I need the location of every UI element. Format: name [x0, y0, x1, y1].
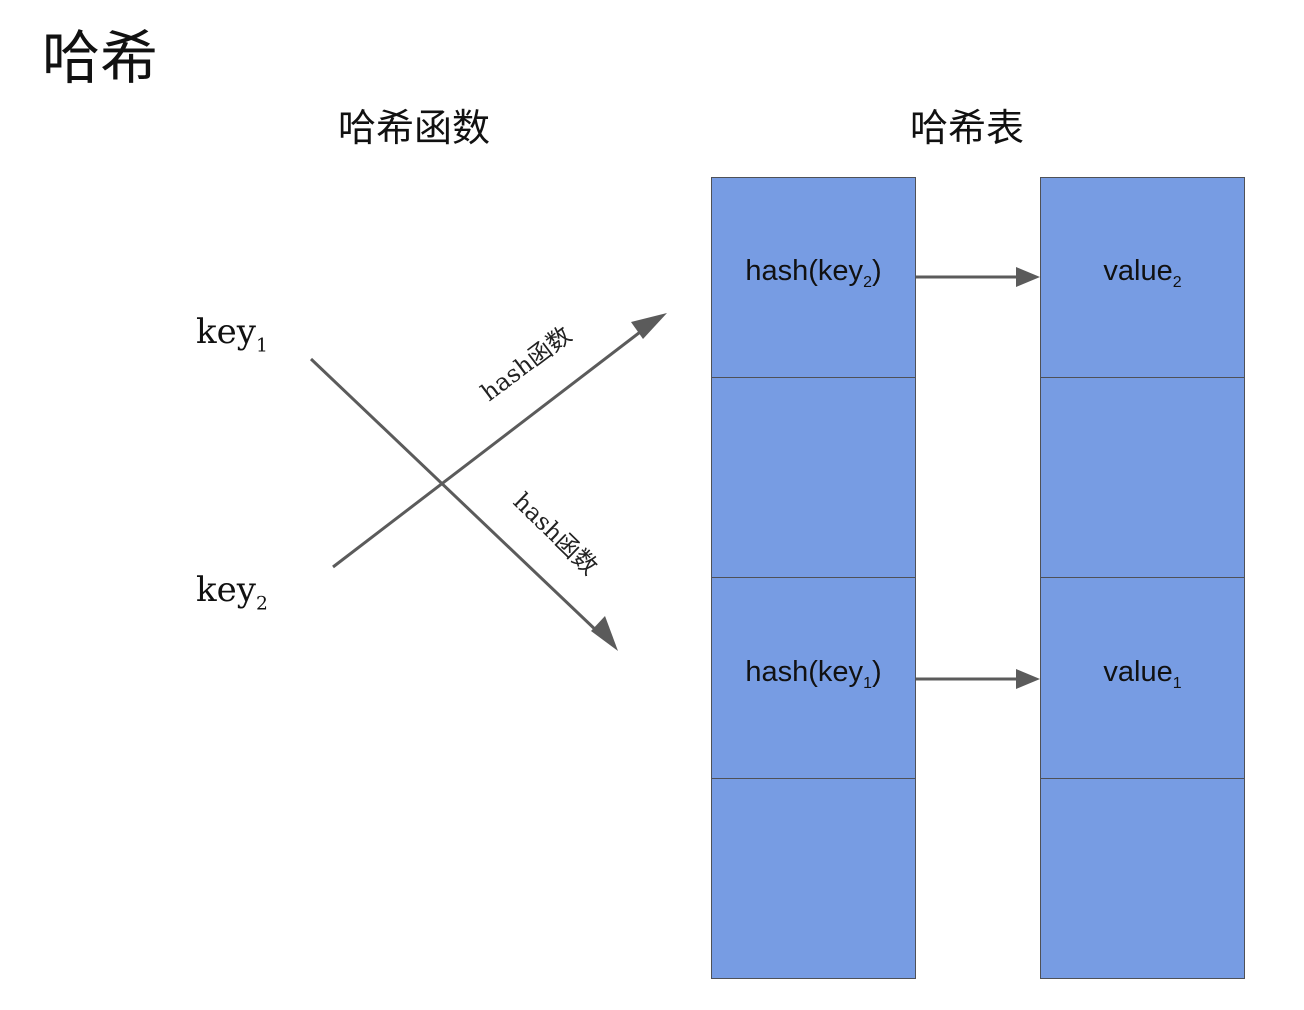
hash-table-values-column: value2 value1 [1040, 177, 1245, 979]
hash-table-heading: 哈希表 [910, 106, 1025, 150]
hash-slot-0-subscript: 2 [863, 274, 872, 292]
key-1-hash-arrowhead [591, 616, 618, 651]
hash-slot-2: hash(key1) [711, 578, 916, 779]
down-arrow-label: hash函数 [508, 487, 603, 580]
key-1-label: key1 [196, 312, 268, 366]
key-1-subscript: 1 [255, 335, 268, 357]
value-slot-2-subscript: 1 [1172, 674, 1182, 692]
key-2-subscript: 2 [255, 593, 268, 615]
value-slot-0: value2 [1040, 177, 1245, 378]
hash-slot-2-subscript: 1 [863, 674, 872, 692]
hash-slot-1 [711, 377, 916, 578]
key-2-hash-arrowhead [631, 313, 667, 339]
hash-slot-2-text: hash(key1) [745, 655, 881, 701]
hash-slot-0: hash(key2) [711, 177, 916, 378]
hash-slot-2-close: ) [871, 655, 882, 688]
page-title: 哈希 [42, 24, 159, 92]
hash-function-heading: 哈希函数 [338, 106, 491, 150]
key-2-hash-arrow-line [332, 324, 649, 569]
key-2-label: key2 [196, 570, 268, 624]
hash-slot-3 [711, 778, 916, 979]
up-arrow-label: hash函数 [476, 321, 577, 407]
hash-slot-0-prefix: hash(key [745, 255, 864, 288]
value-slot-2-prefix: value [1103, 655, 1173, 688]
value-slot-0-subscript: 2 [1172, 274, 1182, 292]
value-slot-1 [1040, 377, 1245, 578]
key-1-hash-arrow-line [309, 357, 602, 636]
slot-0-to-value-arrowhead [1016, 267, 1040, 287]
value-slot-2: value1 [1040, 578, 1245, 779]
slot-2-to-value-arrowhead [1016, 669, 1040, 689]
value-slot-0-text: value2 [1103, 254, 1181, 300]
hash-slot-2-prefix: hash(key [745, 655, 864, 688]
key-2-name: key [196, 570, 256, 610]
key-1-name: key [196, 312, 256, 352]
hash-table-keys-column: hash(key2) hash(key1) [711, 177, 916, 979]
hash-slot-0-close: ) [871, 255, 882, 288]
value-slot-2-text: value1 [1103, 655, 1181, 701]
value-slot-0-prefix: value [1103, 255, 1173, 288]
hash-slot-0-text: hash(key2) [745, 254, 881, 300]
value-slot-3 [1040, 778, 1245, 979]
